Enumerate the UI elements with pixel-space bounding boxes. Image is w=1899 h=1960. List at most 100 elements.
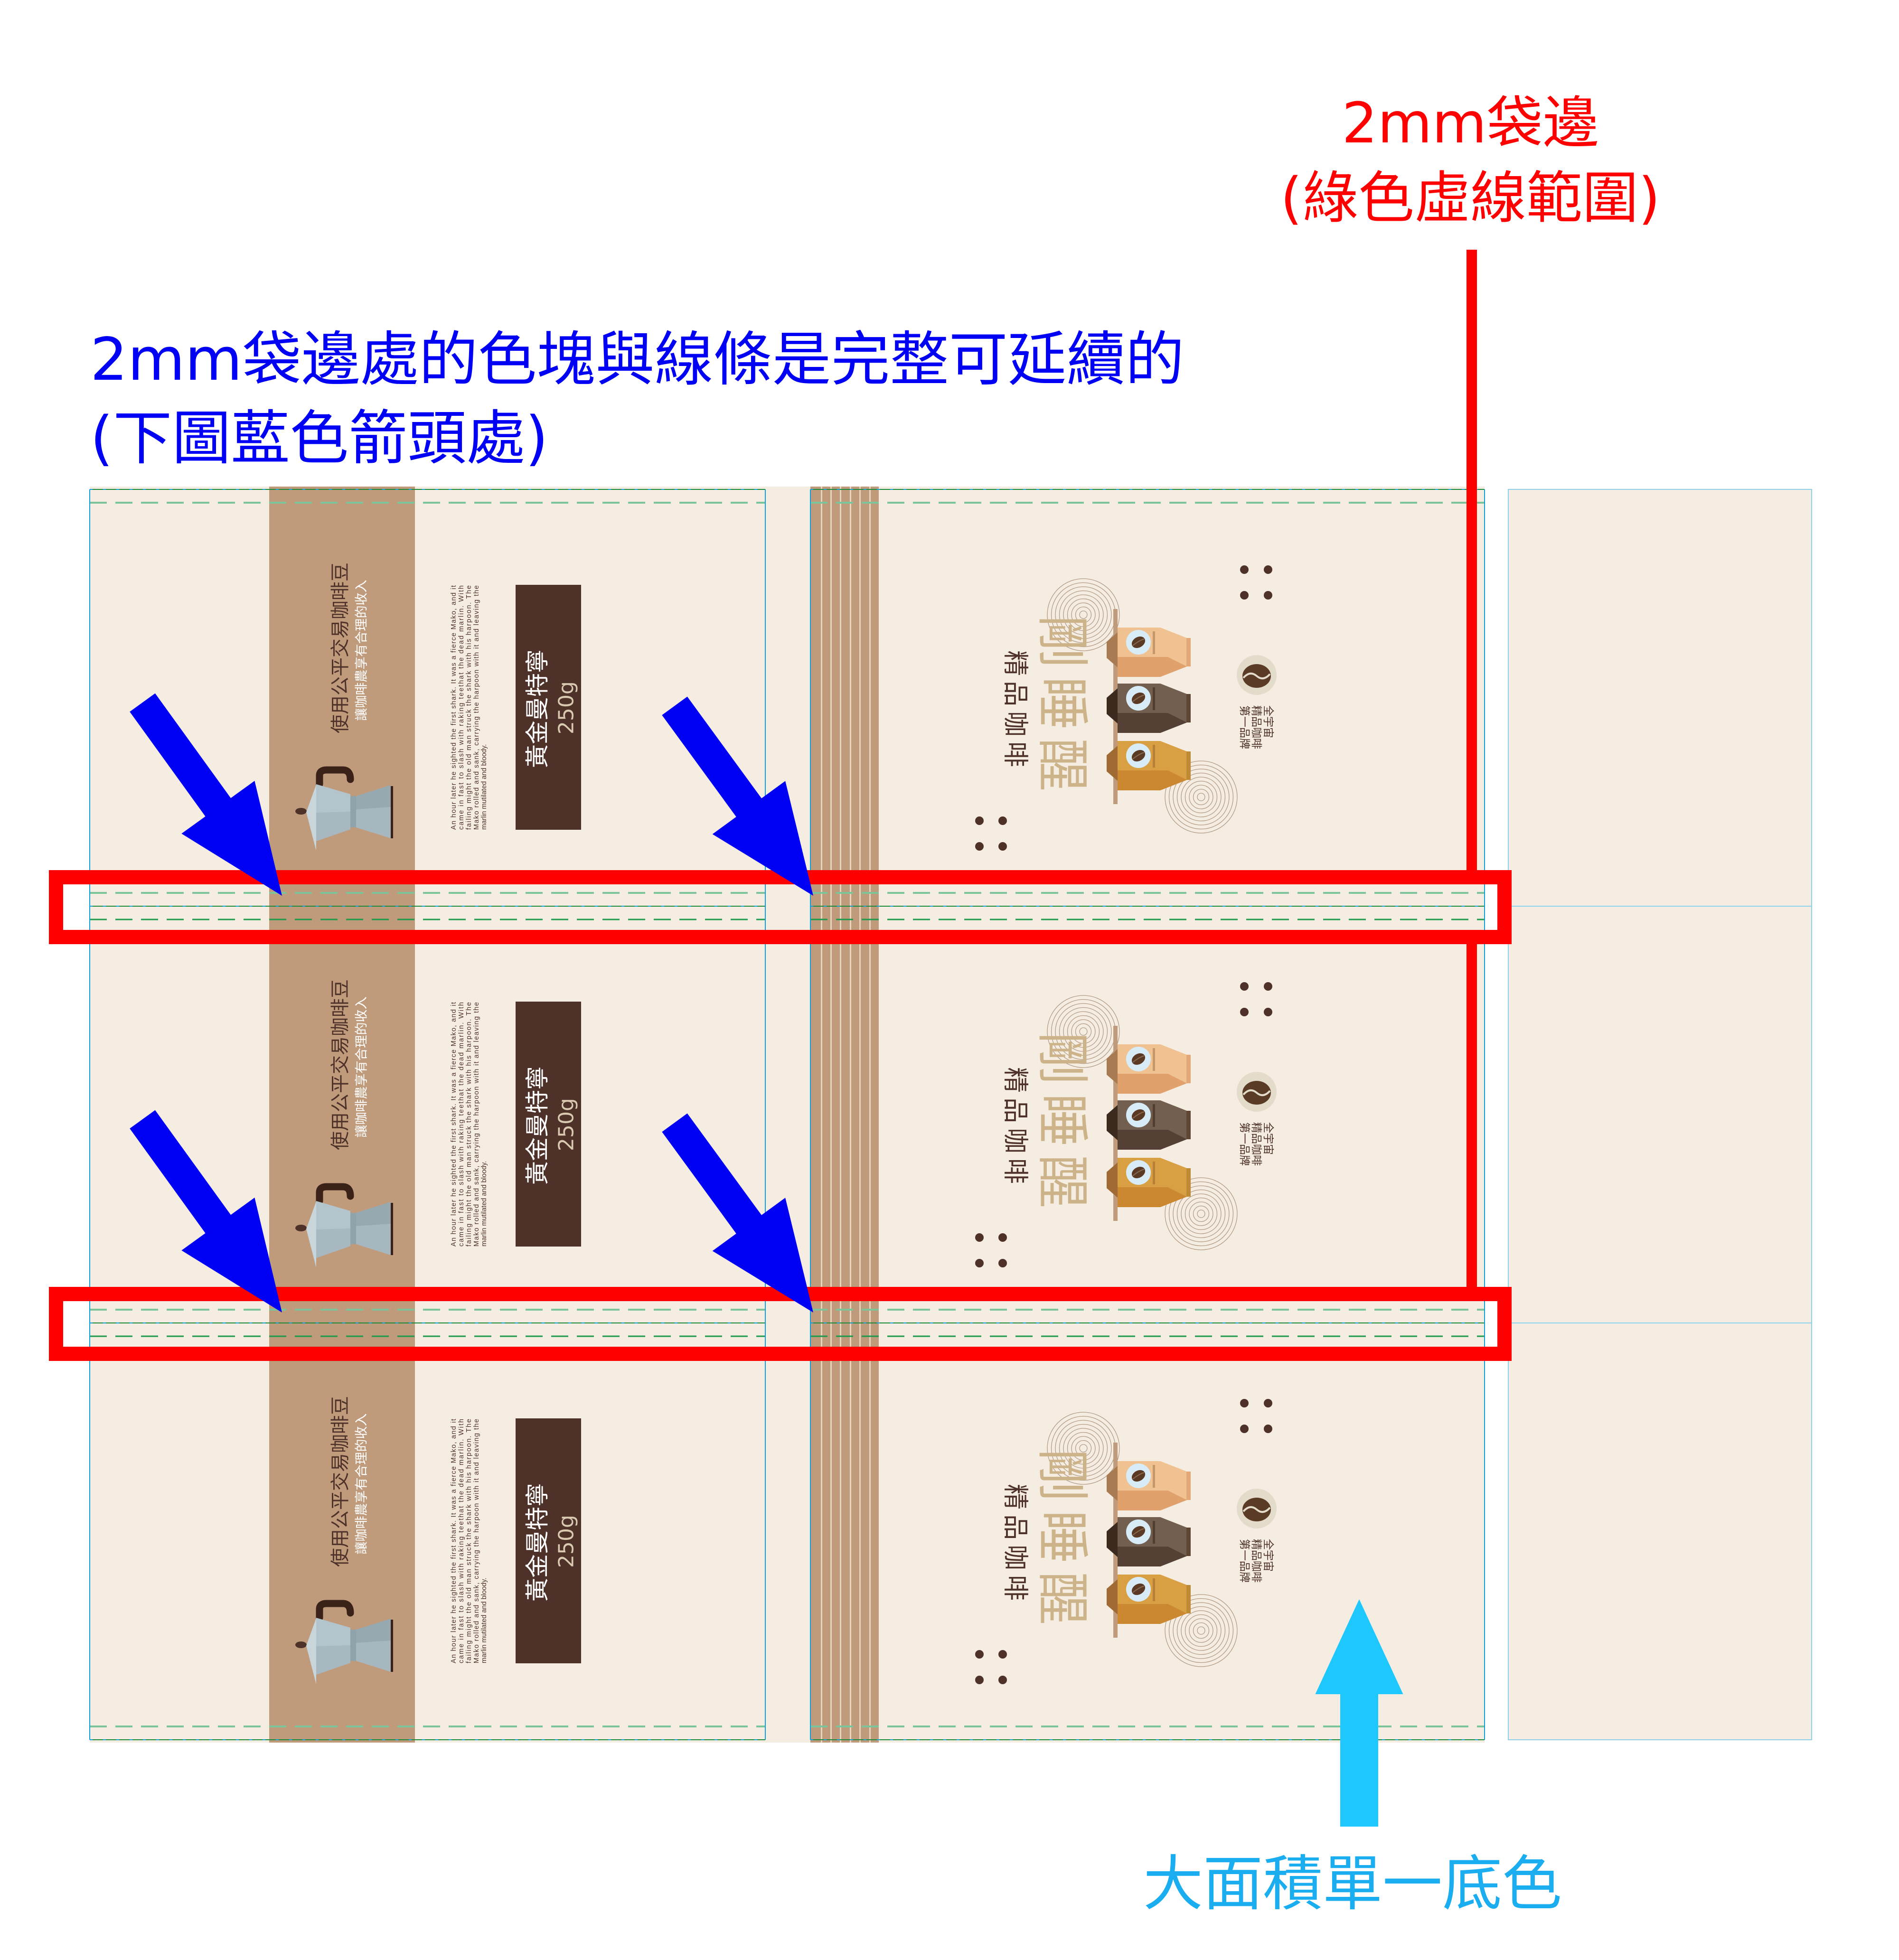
ring [1189,1201,1213,1226]
product-label-box [516,1418,581,1663]
band-title: 使用公平交易咖啡豆 [329,563,351,733]
bleed-highlight-box [49,1287,1512,1361]
ring [1079,1444,1088,1453]
ring [1059,590,1108,639]
ring [1071,602,1096,627]
dots-bottom [975,1233,1007,1267]
ring [1059,1424,1108,1473]
ring [1185,1614,1218,1647]
ring [1168,1598,1234,1663]
ring [1075,606,1092,623]
solid-color-panel [1508,489,1812,1740]
dots-top [1240,565,1272,600]
tagline-line: 全宇宙 [1262,1122,1274,1155]
ring [1079,610,1088,619]
concentric-circles [1047,995,1120,1068]
continuity-note-line1: 2mm袋邊處的色塊與線條是完整可延續的 [90,326,1184,394]
coffee-bag-icon [1107,1100,1191,1150]
paragraph-line: failing might the old man struck the sha… [465,1419,473,1663]
arrows [130,693,1403,1827]
ring [1173,1185,1230,1242]
bleed-title: 2mm袋邊 [1342,90,1599,156]
ring [1181,777,1222,817]
ring [1055,586,1112,643]
paragraph-line: An hour later he sighted the first shark… [450,1002,458,1247]
product-name: 黃金曼特寧 [524,649,551,768]
tagline: 全宇宙 精品咖啡 第一品牌 [1238,705,1274,749]
coffee-bag-icon [1107,1461,1191,1510]
bleed-subtitle: (綠色虛線範圍) [1280,165,1660,231]
continuity-note-line2: (下圖藍色箭頭處) [90,404,548,473]
paragraph-line: failing might the old man struck the sha… [465,1002,473,1247]
paragraph-line: marlin mutilated and bloody. [480,1161,488,1247]
bag-rows: 使用公平交易咖啡豆 讓咖啡農享有合理的收入 An hour later he s… [295,563,1277,1684]
ring [1047,578,1120,651]
ring [1193,788,1210,806]
ring [1067,1432,1100,1465]
ring [1193,1622,1210,1639]
side-color-band [269,487,415,1743]
bleed-highlight-boxes [49,250,1512,1361]
tagline-line: 全宇宙 [1262,1539,1274,1572]
ring [1071,1436,1096,1461]
paragraph-line: An hour later he sighted the first shark… [450,585,458,830]
tagline: 全宇宙 精品咖啡 第一品牌 [1238,1122,1274,1166]
coffee-bean-logo-icon [1237,655,1277,695]
coffee-bag-icon [1107,1575,1191,1624]
blue-arrow-icon [662,696,813,896]
paragraph-line: marlin mutilated and bloody. [480,1578,488,1663]
tagline-line: 第一品牌 [1238,705,1250,749]
tagline: 全宇宙 精品咖啡 第一品牌 [1238,1539,1274,1583]
band-title: 使用公平交易咖啡豆 [329,1396,351,1567]
tagline-line: 精品咖啡 [1250,705,1262,749]
coffee-bean-logo-icon [1237,1072,1277,1112]
ring [1063,1011,1104,1052]
tagline-line: 全宇宙 [1262,705,1274,738]
moka-pot-icon [295,766,393,851]
paragraph-line: Mako rolled and sank, carrying the harpo… [473,1419,480,1663]
cyan-arrow-icon [1315,1599,1403,1827]
ring [1168,1181,1234,1247]
dots-top [1240,982,1272,1016]
paragraph-line: failing might the old man struck the sha… [465,585,473,830]
paragraph-line: Mako rolled and sank, carrying the harpo… [473,585,480,830]
paragraph-line: An hour later he sighted the first shark… [450,1419,458,1663]
moka-pot-icon [295,1183,393,1267]
ring [1047,995,1120,1068]
ring [1075,1440,1092,1457]
coffee-bag-icon [1107,684,1191,733]
ring [1181,1193,1222,1234]
product-label-box [516,1002,581,1247]
band-subtitle: 讓咖啡農享有合理的收入 [355,997,369,1138]
bleed-highlight-box [49,870,1512,944]
paragraph-line: marlin mutilated and bloody. [480,744,488,830]
coffee-bag-icon [1107,1158,1191,1207]
bag-row: 使用公平交易咖啡豆 讓咖啡農享有合理的收入 An hour later he s… [295,1396,1277,1684]
tagline-line: 精品咖啡 [1250,1539,1262,1583]
coffee-bean-logo-icon [1237,1489,1277,1529]
ring [1176,1606,1226,1655]
product-weight: 250g [555,1098,579,1151]
coffee-bag-icon [1107,1044,1191,1094]
ring [1047,1412,1120,1485]
description-paragraph: An hour later he sighted the first shark… [450,1419,488,1663]
product-label-box [516,585,581,830]
ring [1173,769,1230,825]
ring [1176,772,1226,822]
brand-title: 剛睡醒 [1031,1448,1093,1633]
concentric-circles [1165,1177,1238,1250]
ring [1173,1602,1230,1659]
band-subtitle: 讓咖啡農享有合理的收入 [355,1414,369,1555]
tagline-line: 第一品牌 [1238,1122,1250,1166]
band-title: 使用公平交易咖啡豆 [329,979,351,1150]
blue-arrow-icon [130,693,282,896]
concentric-circles [1165,1594,1238,1667]
ring [1075,1023,1092,1040]
ring [1071,1019,1096,1044]
brand-title: 剛睡醒 [1031,615,1093,800]
ring [1079,1027,1088,1036]
ring [1059,1007,1108,1056]
ring [1185,1197,1218,1230]
product-weight: 250g [555,1515,579,1568]
